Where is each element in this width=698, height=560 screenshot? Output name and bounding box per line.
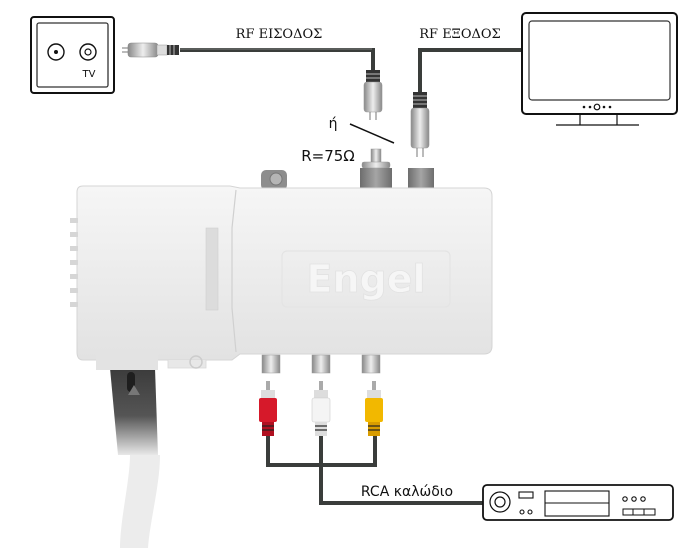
rca-jacks bbox=[261, 354, 381, 374]
rf-input-cable bbox=[122, 42, 383, 120]
receiver-device-icon bbox=[482, 484, 674, 521]
rf-output-cable bbox=[410, 48, 527, 157]
brand-logo: Engel bbox=[306, 257, 425, 301]
tv-icon bbox=[521, 12, 678, 126]
rf-input-label: RF ΕΙΣΟΔΟΣ bbox=[236, 27, 323, 42]
rca-plug-red bbox=[259, 381, 277, 436]
rf-output-label: RF ΕΞΟΔΟΣ bbox=[419, 27, 500, 42]
modulator-device: Engel bbox=[70, 185, 493, 370]
rca-jack-video bbox=[361, 354, 381, 374]
terminator-label: R=75Ω bbox=[301, 147, 355, 165]
vent-slots bbox=[70, 218, 78, 307]
rca-jack-audio-left bbox=[261, 354, 281, 374]
tv-socket-port-icon bbox=[79, 43, 97, 61]
power-plug bbox=[110, 368, 160, 548]
rca-cable-label: RCA καλώδιο bbox=[361, 484, 453, 500]
rca-jack-audio-right bbox=[311, 354, 331, 374]
mounting-screw bbox=[261, 170, 287, 190]
socket-tv-label: TV bbox=[82, 69, 96, 80]
rca-cable bbox=[259, 381, 483, 505]
wall-antenna-socket: TV bbox=[30, 16, 115, 94]
rf-output-connector bbox=[408, 168, 434, 190]
socket-port-icon bbox=[47, 43, 65, 61]
rca-plug-yellow bbox=[365, 381, 383, 436]
rca-plug-white bbox=[311, 381, 331, 436]
or-separator-line bbox=[349, 123, 395, 144]
or-label: ή bbox=[329, 116, 338, 132]
coax-plug bbox=[127, 42, 159, 58]
terminator-load bbox=[360, 148, 392, 190]
